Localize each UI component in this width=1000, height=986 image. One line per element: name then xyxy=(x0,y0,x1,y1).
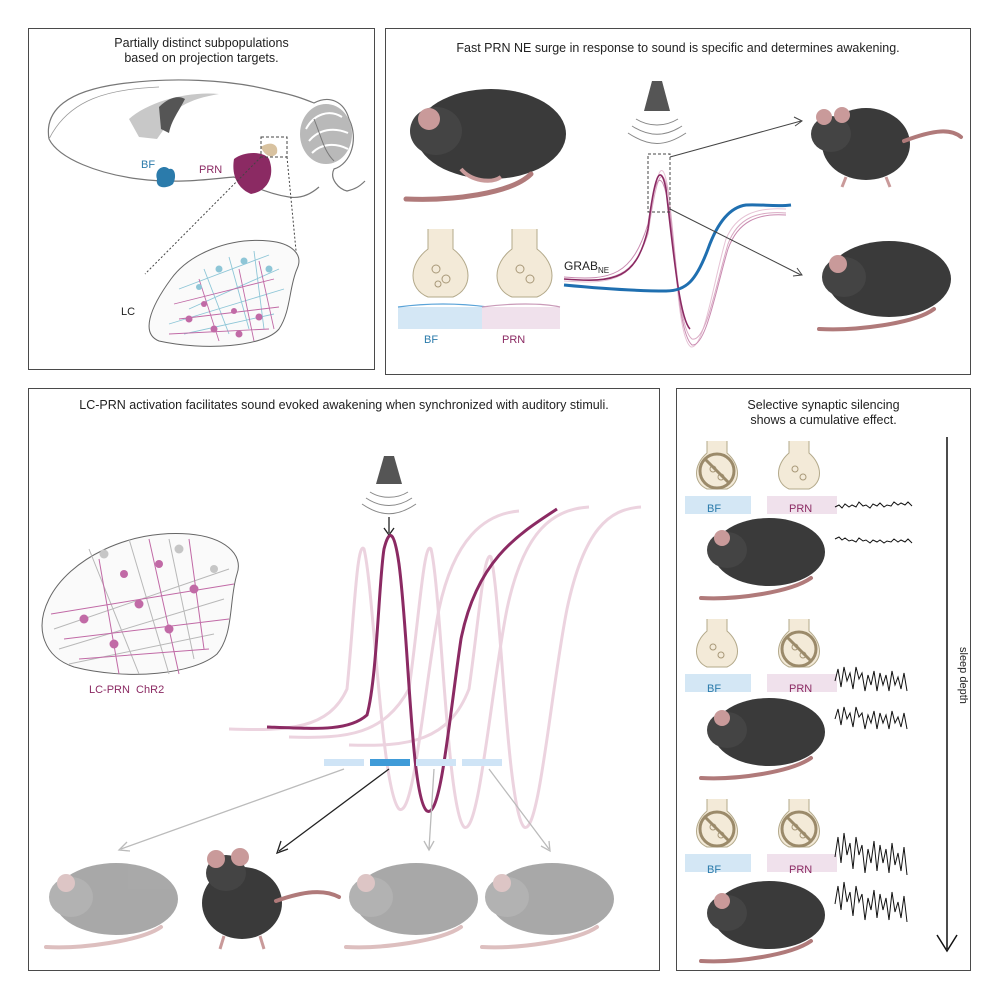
row2-mouse-icon xyxy=(699,696,827,781)
panel-d-title-line1: Selective synaptic silencing xyxy=(747,398,900,412)
row3-synapses xyxy=(685,798,837,872)
panel-a-title: Partially distinct subpopulations based … xyxy=(29,36,374,66)
peak-zoom-box xyxy=(647,153,671,213)
panel-lc-prn-activation: LC-PRN activation facilitates sound evok… xyxy=(28,388,660,971)
panel-ne-surge: Fast PRN NE surge in response to sound i… xyxy=(385,28,971,375)
panel-b-title: Fast PRN NE surge in response to sound i… xyxy=(456,41,900,55)
row1-mouse-icon xyxy=(699,516,827,601)
brain-diagram: BF PRN LC xyxy=(47,79,366,347)
panel-a-title-line1: Partially distinct subpopulations xyxy=(114,36,289,50)
outcome-arrows-c xyxy=(117,768,551,855)
prn-ne-traces xyxy=(563,169,787,348)
row2-synapses xyxy=(685,618,837,692)
bf-label: BF xyxy=(141,159,155,171)
ghost-sleeping-mouse-icon-2 xyxy=(344,863,478,950)
synapse-prn-icon xyxy=(481,229,561,329)
panel-synaptic-silencing: Selective synaptic silencing shows a cum… xyxy=(676,388,971,971)
stimulation-bars xyxy=(324,759,502,766)
bf-region xyxy=(156,167,176,188)
panel-a-title-line2: based on projection targets. xyxy=(124,51,279,65)
brain-outline xyxy=(47,79,366,192)
row3-bf-label: BF xyxy=(707,864,721,876)
ghost-sleeping-mouse-icon-1 xyxy=(44,863,178,950)
lc-label: LC xyxy=(121,306,135,318)
bf-ne-trace xyxy=(563,203,792,293)
lc-prn-neurons xyxy=(50,538,235,675)
ghost-ne-traces xyxy=(228,505,642,829)
ne-surge-diagram: BF PRN GRABNE xyxy=(397,81,963,348)
lc-neurons xyxy=(168,250,285,342)
panel-d-title: Selective synaptic silencing shows a cum… xyxy=(677,398,970,428)
row2-eeg-trace xyxy=(834,666,908,730)
synaptic-silencing-diagram: BF PRN BF PRN BF xyxy=(685,437,969,964)
ventricle xyxy=(129,93,219,139)
row1-prn-label: PRN xyxy=(789,503,812,515)
speaker-icon-c xyxy=(361,456,417,515)
main-ne-trace xyxy=(266,507,558,813)
panel-projection-targets: Partially distinct subpopulations based … xyxy=(28,28,375,370)
grab-ne-label: GRABNE xyxy=(564,259,609,275)
outcome-arrows xyxy=(669,116,803,277)
sleeping-mouse-icon xyxy=(403,89,566,202)
synapse-prn-label: PRN xyxy=(502,334,525,346)
zoom-box xyxy=(260,136,288,158)
panel-d-title-line2: shows a cumulative effect. xyxy=(750,413,897,427)
awake-mouse-icon-c xyxy=(202,848,341,950)
sleep-depth-arrow-icon xyxy=(936,437,958,953)
row1-bf-label: BF xyxy=(707,503,721,515)
panel-c-title: LC-PRN activation facilitates sound evok… xyxy=(79,398,609,412)
down-arrow-icon xyxy=(383,517,395,537)
row1-eeg-trace xyxy=(834,501,913,544)
awake-mouse-icon xyxy=(811,107,963,188)
ghost-sleeping-mouse-icon-3 xyxy=(480,863,614,950)
cerebellum xyxy=(300,104,352,164)
speaker-icon xyxy=(627,81,687,144)
row3-prn-label: PRN xyxy=(789,864,812,876)
row2-prn-label: PRN xyxy=(789,683,812,695)
prn-region xyxy=(233,153,272,194)
synapse-bf-icon xyxy=(397,229,489,329)
row1-synapses xyxy=(685,440,837,514)
sleep-depth-label: sleep depth xyxy=(957,647,969,704)
row2-bf-label: BF xyxy=(707,683,721,695)
prn-label: PRN xyxy=(199,164,222,176)
lc-prn-activation-diagram: LC-PRN ChR2 xyxy=(41,456,642,950)
sleeping-mouse-icon-2 xyxy=(817,241,951,332)
synapse-bf-label: BF xyxy=(424,334,438,346)
row3-mouse-icon xyxy=(699,879,827,964)
lc-prn-chr2-label: LC-PRN ChR2 xyxy=(89,684,164,696)
row3-eeg-trace xyxy=(834,832,908,923)
